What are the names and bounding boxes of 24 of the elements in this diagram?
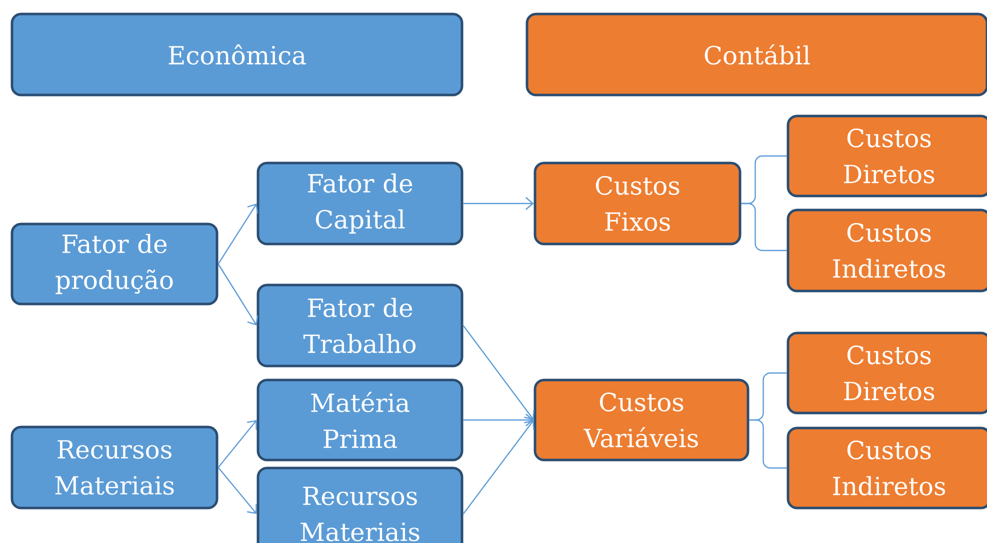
process-box: Custos Diretos xyxy=(786,114,987,198)
process-box: Custos Variáveis xyxy=(534,378,750,462)
process-box: Recursos Materiais xyxy=(10,426,218,510)
arrow xyxy=(218,420,258,468)
process-box: Custos Indiretos xyxy=(786,208,987,292)
arrow xyxy=(462,420,534,514)
arrow xyxy=(218,467,257,514)
bracket-line xyxy=(749,419,787,469)
process-box: Matéria Prima xyxy=(256,378,464,462)
arrow xyxy=(463,197,534,210)
arrow xyxy=(462,325,534,420)
bracket-line xyxy=(741,202,787,252)
process-box: Recursos Materiais xyxy=(256,466,464,543)
process-box: Fator de Trabalho xyxy=(256,284,464,368)
header-box: Econômica xyxy=(10,12,464,96)
header-box: Contábil xyxy=(526,12,987,96)
arrow xyxy=(463,414,534,426)
arrow xyxy=(218,204,258,264)
process-box: Custos Diretos xyxy=(786,332,987,414)
process-box: Custos Indiretos xyxy=(786,426,987,510)
process-box: Fator de Capital xyxy=(256,162,464,246)
arrow xyxy=(218,264,258,326)
process-box: Custos Fixos xyxy=(534,162,742,246)
process-box: Fator de produção xyxy=(10,222,218,306)
